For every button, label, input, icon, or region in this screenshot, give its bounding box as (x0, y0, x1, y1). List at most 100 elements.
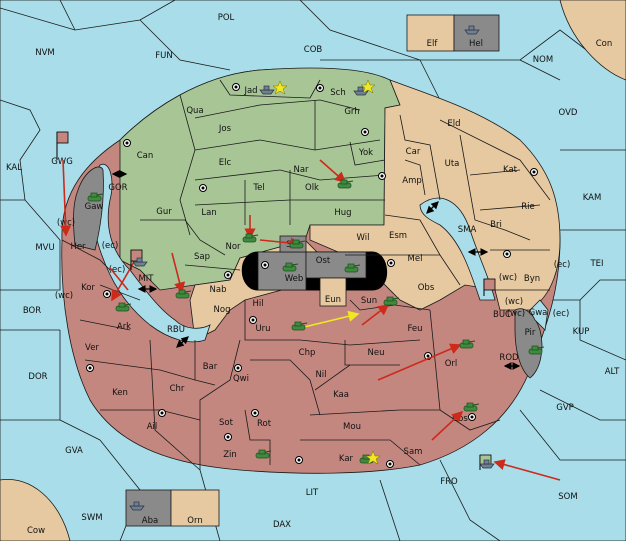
label-coast-wc5: (wc) (507, 309, 525, 319)
label-qwi: Qwi (233, 374, 249, 384)
label-bor: BOR (23, 306, 41, 316)
label-som: SOM (558, 492, 577, 502)
label-jos: Jos (218, 124, 232, 134)
supply-center-icon (295, 456, 303, 464)
label-neu: Neu (368, 348, 385, 358)
label-ark: Ark (117, 322, 131, 332)
supply-center-icon (234, 364, 242, 372)
label-qua: Qua (186, 106, 203, 116)
label-chp: Chp (299, 348, 316, 358)
supply-center-icon (503, 250, 511, 258)
star-icon (365, 450, 381, 465)
fleet-icon (479, 459, 495, 469)
label-ail: Ail (147, 422, 158, 432)
label-jad: Jad (243, 86, 257, 96)
supply-center-icon (387, 259, 395, 267)
label-con: Con (596, 39, 613, 49)
label-gwa: Gwa (529, 308, 548, 318)
label-feu: Feu (407, 324, 422, 334)
label-uru: Uru (255, 324, 270, 334)
label-hug: Hug (334, 208, 351, 218)
label-orn: Orn (187, 516, 202, 526)
label-coast-ec1: (ec) (102, 241, 119, 251)
label-lit: LIT (306, 488, 319, 498)
supply-center-icon (386, 460, 394, 468)
label-byn: Byn (524, 274, 540, 284)
province-web[interactable] (257, 251, 307, 291)
label-gor: GOR (108, 183, 127, 193)
label-coast-wc3: (wc) (499, 273, 517, 283)
label-pir: Pir (525, 328, 536, 338)
supply-center-icon (123, 139, 131, 147)
supply-center-icon (224, 271, 232, 279)
star-icon (272, 80, 288, 95)
fleet-icon (259, 85, 275, 95)
label-kar: Kar (339, 454, 354, 464)
label-sch: Sch (330, 88, 345, 98)
label-hel: Hel (469, 39, 483, 49)
move-arrow (431, 410, 464, 441)
label-swm: SWM (81, 513, 102, 523)
province-eun[interactable] (319, 277, 347, 307)
label-esm: Esm (389, 231, 407, 241)
label-dor: DOR (28, 372, 47, 382)
province-elf[interactable] (406, 14, 455, 52)
label-sma: SMA (458, 225, 477, 235)
supply-center-icon (530, 168, 538, 176)
label-nor: Nor (225, 242, 241, 252)
label-elc: Elc (219, 158, 232, 168)
label-chr: Chr (170, 384, 185, 394)
label-amp: Amp (402, 176, 422, 186)
supply-center-icon (261, 261, 269, 269)
army-icon (175, 289, 192, 299)
province-gaw[interactable] (73, 166, 104, 251)
label-coast-ec3: (ec) (554, 260, 571, 270)
internal-borders (61, 79, 551, 471)
label-can: Can (137, 151, 154, 161)
label-sun: Sun (361, 296, 377, 306)
army-icon (337, 179, 354, 189)
sea-pir-inlet (529, 299, 549, 331)
province-ost[interactable] (305, 251, 367, 279)
label-kat: Kat (503, 165, 518, 175)
star-markers (272, 79, 381, 465)
label-nil: Nil (315, 370, 326, 380)
label-uta: Uta (445, 159, 460, 169)
label-coast-ec2: (ec) (109, 265, 126, 275)
label-gvp: GVP (556, 403, 574, 413)
move-arrow (111, 261, 135, 302)
label-coast-ec4: (ec) (553, 309, 570, 319)
supply-center-icon (361, 128, 369, 136)
supply-center-icon (251, 409, 259, 417)
army-icon (87, 192, 104, 202)
supply-centers (86, 83, 538, 468)
label-ver: Ver (85, 343, 99, 353)
star-icon (360, 79, 376, 94)
label-eun: Eun (325, 295, 341, 305)
label-obs: Obs (418, 283, 435, 293)
label-eld: Eld (447, 119, 460, 129)
adjacency-arrows (111, 170, 521, 370)
label-tei: TEI (589, 259, 603, 269)
label-elf: Elf (427, 39, 439, 49)
label-coast-wc4: (wc) (505, 297, 523, 307)
label-kor: Kor (81, 283, 95, 293)
label-cob: COB (304, 45, 323, 55)
label-pol: POL (218, 13, 235, 23)
label-gwg: GWG (51, 157, 73, 167)
label-grh: Grh (344, 107, 359, 117)
label-hil: Hil (252, 299, 263, 309)
label-ken: Ken (112, 388, 128, 398)
label-her: Her (70, 242, 86, 252)
province-pir[interactable] (514, 308, 543, 379)
move-arrow (361, 304, 390, 326)
supply-center-icon (224, 433, 232, 441)
label-orl: Orl (445, 359, 458, 369)
army-icon (115, 302, 132, 312)
move-arrow (319, 159, 347, 184)
province-orn[interactable] (170, 489, 220, 527)
army-icon (459, 339, 476, 349)
sea-sma-channel (419, 197, 496, 301)
